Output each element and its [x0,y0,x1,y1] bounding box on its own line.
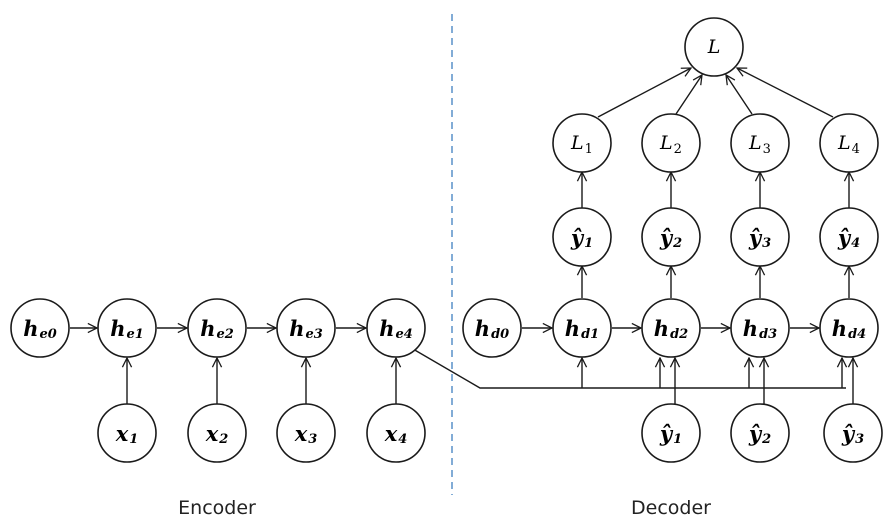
node-hd1: hd1 [552,298,612,358]
node-label-hd3: hd3 [743,316,777,342]
node-label-x1: x1 [115,421,139,447]
node-he4: he4 [366,298,426,358]
edges [70,68,853,404]
node-label-x3: x3 [294,421,318,447]
node-label-x4: x4 [384,421,408,447]
node-x3: x3 [276,403,336,463]
node-he0: he0 [10,298,70,358]
node-yin2: ŷ2 [730,403,790,463]
node-hd4: hd4 [819,298,879,358]
node-hd0: hd0 [462,298,522,358]
node-label-L: L [707,36,721,58]
node-label-x2: x2 [205,421,229,447]
node-circle-hd1 [552,298,612,358]
edge-L4-L [737,68,834,118]
node-circle-he0 [10,298,70,358]
node-circle-he2 [187,298,247,358]
node-yh1: ŷ1 [552,207,612,267]
node-label-he2: he2 [200,316,234,342]
node-L4: L4 [819,113,879,173]
node-circle-x2 [187,403,247,463]
node-circle-hd2 [641,298,701,358]
node-label-hd0: hd0 [475,316,509,342]
node-yin3: ŷ3 [823,403,883,463]
node-he3: he3 [276,298,336,358]
node-circle-L3 [730,113,790,173]
decoder-label: Decoder [631,497,711,519]
node-label-he3: he3 [289,316,323,342]
node-label-hd4: hd4 [832,316,866,342]
node-label-yh4: ŷ4 [837,225,860,251]
node-circle-yh2 [641,207,701,267]
node-circle-x1 [97,403,157,463]
node-circle-yh4 [819,207,879,267]
edge-L2-L [675,75,702,115]
node-yin1: ŷ1 [641,403,701,463]
node-label-L2: L2 [659,132,682,157]
node-label-hd1: hd1 [565,316,599,342]
node-x4: x4 [366,403,426,463]
node-circle-x4 [366,403,426,463]
node-L: L [684,17,744,77]
node-he2: he2 [187,298,247,358]
node-yh2: ŷ2 [641,207,701,267]
edge-L1-L [597,68,691,118]
node-circle-yin1 [641,403,701,463]
node-hd3: hd3 [730,298,790,358]
node-circle-he3 [276,298,336,358]
node-circle-yin2 [730,403,790,463]
node-circle-yin3 [823,403,883,463]
node-L3: L3 [730,113,790,173]
node-label-yh1: ŷ1 [570,225,593,251]
node-label-L3: L3 [748,132,771,157]
encoder-label: Encoder [178,497,256,519]
node-L1: L1 [552,113,612,173]
node-circle-L [684,17,744,77]
node-circle-L4 [819,113,879,173]
node-hd2: hd2 [641,298,701,358]
node-circle-L2 [641,113,701,173]
node-label-yh2: ŷ2 [659,225,682,251]
node-yh3: ŷ3 [730,207,790,267]
node-label-he4: he4 [379,316,413,342]
node-circle-hd3 [730,298,790,358]
node-label-yin1: ŷ1 [659,421,682,447]
node-circle-hd0 [462,298,522,358]
node-label-L4: L4 [837,132,860,157]
node-x1: x1 [97,403,157,463]
node-circle-he4 [366,298,426,358]
node-L2: L2 [641,113,701,173]
edge-L3-L [726,75,753,115]
node-circle-yh3 [730,207,790,267]
node-label-he1: he1 [110,316,144,342]
node-circle-hd4 [819,298,879,358]
node-label-yh3: ŷ3 [748,225,771,251]
node-label-he0: he0 [23,316,57,342]
node-circle-he1 [97,298,157,358]
nodes: he0 he1 he2 he3 he4 x1 x2 x3 x4 hd0 hd1 hd2 hd3 hd4 ŷ1… [10,17,883,463]
node-label-yin2: ŷ2 [748,421,771,447]
node-yh4: ŷ4 [819,207,879,267]
node-x2: x2 [187,403,247,463]
node-circle-L1 [552,113,612,173]
node-label-L1: L1 [570,132,593,157]
node-circle-yh1 [552,207,612,267]
context-line [412,348,846,389]
node-he1: he1 [97,298,157,358]
node-label-yin3: ŷ3 [841,421,864,447]
node-label-hd2: hd2 [654,316,688,342]
node-circle-x3 [276,403,336,463]
